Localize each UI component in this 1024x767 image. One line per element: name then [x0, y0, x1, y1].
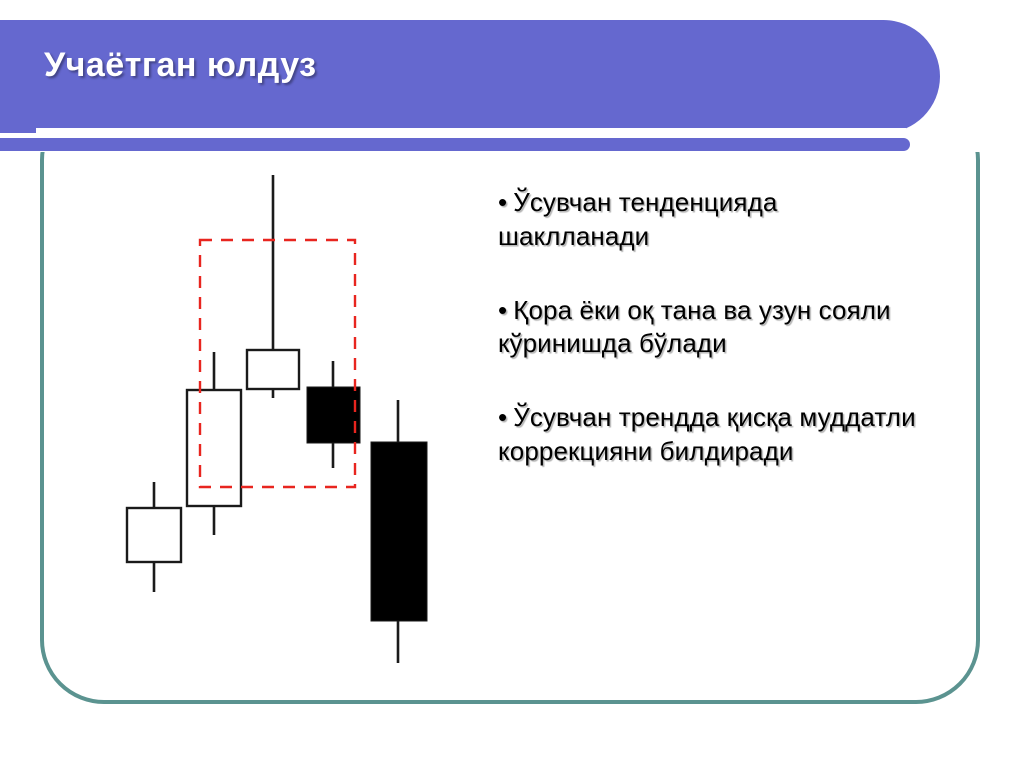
title-banner — [0, 20, 940, 133]
bullet-text: Ўсувчан трендда қисқа муддатли коррекция… — [498, 402, 916, 466]
bullet-marker-icon: • — [498, 402, 508, 433]
bullet-text: Қора ёки оқ тана ва узун сояли кўринишда… — [498, 294, 891, 359]
bullet-item: •Ўсувчан тенденцияда шаклланади — [498, 186, 918, 254]
bullet-list: •Ўсувчан тенденцияда шаклланади•Қора ёки… — [498, 186, 918, 469]
title-underline — [36, 128, 906, 133]
bullet-item: •Қора ёки оқ тана ва узун сояли кўринишд… — [498, 294, 918, 362]
page-title: Учаётган юлдуз — [44, 46, 317, 84]
bullet-item: •Ўсувчан трендда қисқа муддатли коррекци… — [498, 401, 918, 469]
bullet-marker-icon: • — [498, 294, 508, 325]
bullet-text: Ўсувчан тенденцияда шаклланади — [498, 187, 778, 251]
bullet-marker-icon: • — [498, 187, 508, 217]
title-banner-strip — [0, 138, 910, 151]
